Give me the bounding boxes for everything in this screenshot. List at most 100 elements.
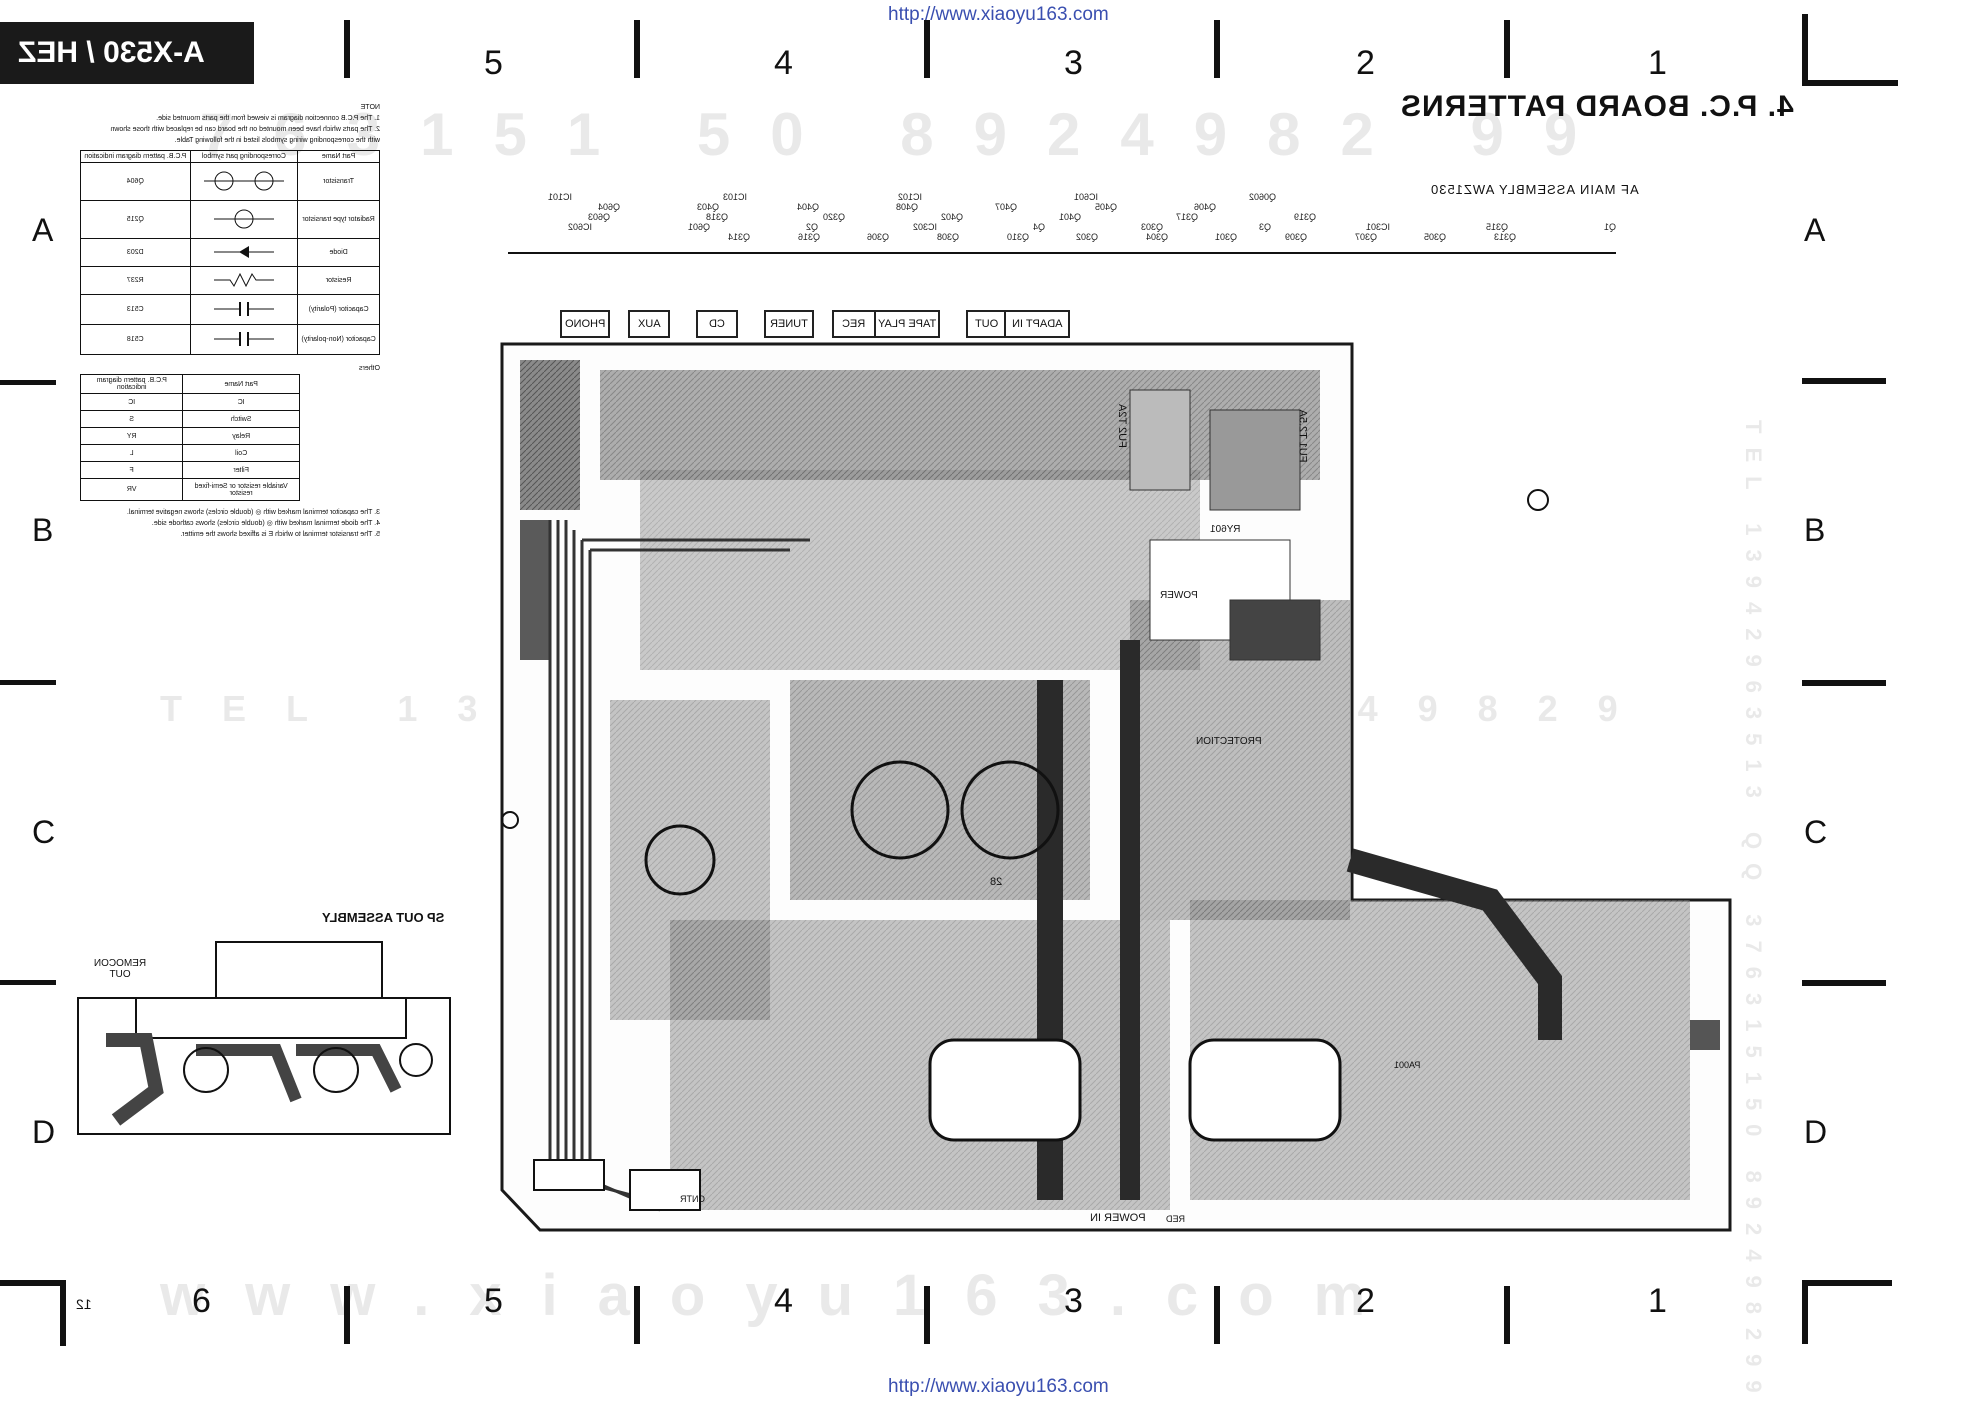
sp-out-title: SP OUT ASSEMBLY xyxy=(322,910,444,925)
grid-tick-right xyxy=(1802,680,1886,686)
legend-table-others: Part Name P.C.B. pattern diagram indicat… xyxy=(80,374,300,501)
coil-right-label: PA001 xyxy=(1394,1060,1420,1070)
grid-tick-left xyxy=(0,380,56,385)
grid-number-bottom: 1 xyxy=(1648,1282,1667,1320)
heatsink-cutout xyxy=(1188,1038,1342,1142)
watermark-bottom: www.xiaoyu163.com xyxy=(160,1263,1406,1328)
input-jack-label: CD xyxy=(709,318,725,330)
input-jack-label: OUT xyxy=(975,318,999,330)
legend-block: NOTE 1. The P.C.B connection diagram is … xyxy=(80,102,380,541)
mounting-hole xyxy=(1527,489,1549,511)
red-label-text: RED xyxy=(1166,1214,1186,1224)
input-jack-label: TAPE PLAY xyxy=(877,318,937,330)
legend-cell: Q215 xyxy=(80,200,191,239)
grid-tick xyxy=(344,20,350,78)
legend-cell: L xyxy=(80,444,183,462)
legend-note: with the corresponding wiring symbols li… xyxy=(174,137,380,144)
grid-tick xyxy=(1504,20,1510,78)
part-ref: Q1 xyxy=(1603,222,1616,232)
legend-mirror: NOTE 1. The P.C.B connection diagram is … xyxy=(80,102,380,540)
legend-cell: S xyxy=(80,410,183,428)
mounting-hole xyxy=(501,811,519,829)
part-ref: Q604 xyxy=(598,202,621,212)
source-url-top[interactable]: http://www.xiaoyu163.com xyxy=(888,4,1109,25)
part-ref: Q320 xyxy=(823,212,846,222)
part-ref: Q316 xyxy=(797,232,820,242)
watermark-top: 763151 50 8924982 99 xyxy=(200,101,1618,168)
part-ref: Q309 xyxy=(1285,232,1308,242)
fuse-block xyxy=(1129,389,1191,491)
capacitor xyxy=(644,824,716,896)
grid-tick xyxy=(634,20,640,78)
relay-label-text: RY601 xyxy=(1210,524,1241,535)
section-title-text: 4. P.C. BOARD PATTERNS xyxy=(1400,90,1794,123)
red-label: RED xyxy=(1166,1214,1185,1224)
grid-letter-left: C xyxy=(32,814,56,850)
pcb-board xyxy=(500,342,1732,1232)
grid-tick xyxy=(344,1286,350,1344)
part-ref: Q301 xyxy=(1215,232,1238,242)
supply-trace-right xyxy=(1346,848,1562,1040)
cntr-label-text: CNTR xyxy=(680,1194,705,1204)
sp-out-terminal-housing xyxy=(215,941,383,999)
input-jack-label: ADAPT IN xyxy=(1011,318,1063,330)
part-ref: Q601 xyxy=(687,222,710,232)
part-ref: IC601 xyxy=(1073,192,1098,202)
part-ref: Q4 xyxy=(1033,222,1046,232)
relay-block xyxy=(1209,409,1301,511)
corner-mark-bottom-right xyxy=(1802,1280,1892,1344)
grid-number-top: 5 xyxy=(484,44,503,82)
coil-right-label-text: PA001 xyxy=(1394,1060,1421,1070)
source-url-bottom[interactable]: http://www.xiaoyu163.com xyxy=(888,1376,1109,1397)
legend-header: Part Name xyxy=(182,374,300,394)
grid-number-bottom: 2 xyxy=(1356,1282,1375,1320)
legend-cell: Radiator type transistor xyxy=(297,200,380,239)
legend-note: 5. The transistor terminal to which E is… xyxy=(180,531,380,538)
power-label: POWER xyxy=(1160,590,1198,601)
part-ref: Q302 xyxy=(1076,232,1099,242)
part-ref: Q0602 xyxy=(1248,192,1276,202)
grid-letter-right: A xyxy=(1804,212,1826,248)
legend-header: Corresponding part symbol xyxy=(190,150,298,163)
resistor-symbol-icon xyxy=(190,266,298,295)
grid-tick-right xyxy=(1802,378,1886,384)
legend-note: 2. The parts which have been mounted on … xyxy=(110,126,380,133)
grid-letter-left: D xyxy=(32,1114,56,1150)
part-ref: Q406 xyxy=(1193,202,1216,212)
coil-label: 28 xyxy=(990,876,1002,888)
legend-cell: C518 xyxy=(80,324,191,355)
grid-tick xyxy=(634,1286,640,1344)
grid-letter-right: C xyxy=(1804,814,1828,850)
grid-letter-left: B xyxy=(32,512,54,548)
legend-cell: Switch xyxy=(182,410,300,428)
grid-number-top: 3 xyxy=(1064,44,1083,82)
part-ref: Q317 xyxy=(1176,212,1199,222)
part-ref-row: Q603 Q318 Q320 Q402 Q401 Q317 Q319 xyxy=(508,212,1616,222)
remocon-label: REMOCON OUT xyxy=(90,958,150,980)
grid-letter-right: B xyxy=(1804,512,1826,548)
legend-cell: IC xyxy=(80,393,183,411)
page-number: 12 xyxy=(76,1296,92,1312)
input-jack-adapt-in: ADAPT IN xyxy=(1004,310,1070,338)
grid-number-bottom: 6 xyxy=(192,1282,211,1320)
grid-tick xyxy=(1504,1286,1510,1344)
regulator-block xyxy=(1229,599,1321,661)
legend-cell: RY xyxy=(80,427,183,445)
part-ref: IC301 xyxy=(1366,222,1391,232)
legend-others-title: Others xyxy=(358,365,380,372)
part-ref: Q408 xyxy=(895,202,919,212)
page-number-text: 12 xyxy=(76,1296,92,1312)
input-jack-tuner: TUNER xyxy=(764,310,814,338)
grid-tick xyxy=(924,1286,930,1344)
legend-cell: VR xyxy=(80,478,183,501)
model-badge-text: A-X530 / HEZ xyxy=(18,36,205,69)
grid-tick xyxy=(924,20,930,78)
legend-note: 3. The capacitor terminal marked with ◎ … xyxy=(126,509,380,516)
part-ref: Q405 xyxy=(1094,202,1117,212)
grid-number-top: 1 xyxy=(1648,44,1667,82)
part-ref: Q310 xyxy=(1006,232,1029,242)
transistor-symbol-icon xyxy=(190,162,298,201)
grid-tick-right xyxy=(1802,980,1886,986)
fuse-label-right: FU1 T2.5A xyxy=(1296,409,1309,463)
polar-capacitor-symbol-icon xyxy=(190,294,298,325)
